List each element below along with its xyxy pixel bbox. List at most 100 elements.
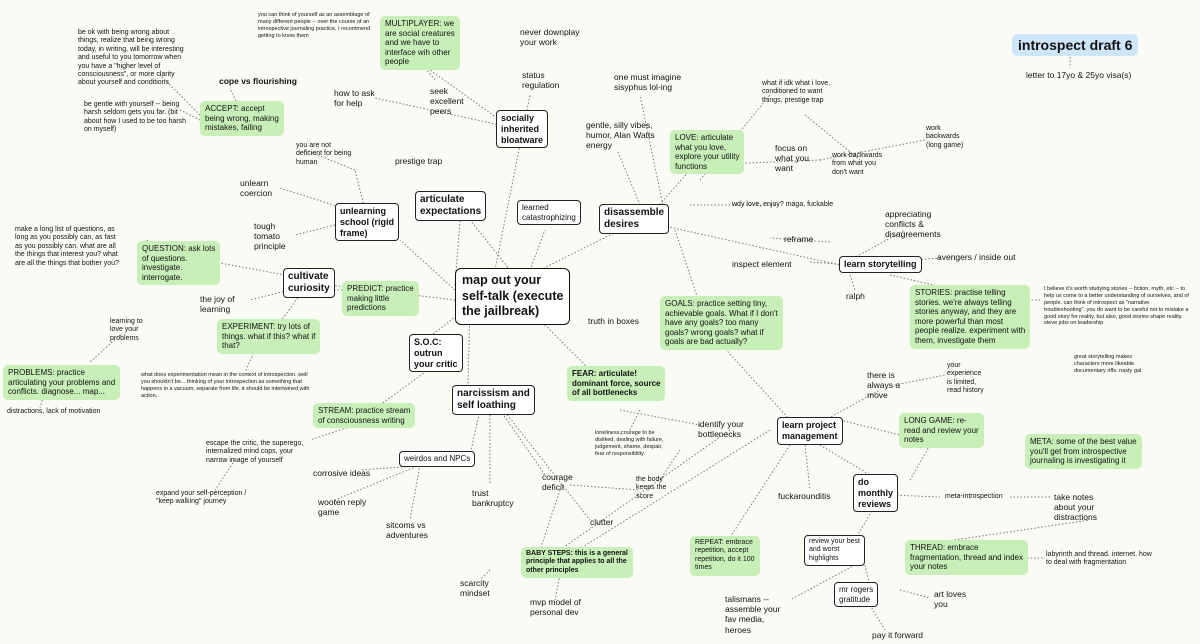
node-meta-introspection[interactable]: meta-introspection [945,493,1003,500]
principle-baby-steps[interactable]: BABY STEPS: this is a general principle … [521,547,633,579]
node-gentle-vibes[interactable]: gentle, silly vibes, humor, Alan Watts e… [586,120,655,151]
node-socially-inherited-bloatware[interactable]: socially inherited bloatware [496,110,549,149]
node-learned-catastrophizing[interactable]: learned catastrophizing [517,200,581,226]
connector-line [529,229,546,271]
central-node[interactable]: map out your self-talk (execute the jail… [455,268,571,325]
node-mr-rogers-gratitude[interactable]: mr rogers gratitude [834,582,879,608]
connector-line [214,459,236,491]
principle-meta[interactable]: META: some of the best value you'll get … [1025,434,1142,469]
node-work-backwards-dont-want[interactable]: work backwards from what you don't want [832,152,883,176]
node-learn-project-management[interactable]: learn project management [777,417,843,445]
node-prestige-trap[interactable]: prestige trap [395,156,443,166]
node-status-regulation[interactable]: status regulation [522,70,560,91]
node-fuckarounditis[interactable]: fuckarounditis [778,491,831,501]
connector-line [619,409,701,426]
node-talismans[interactable]: talismans -- assemble your fav media, he… [725,594,781,635]
node-expand-self-perception[interactable]: expand your self-perception / "keep walk… [156,490,247,506]
node-clutter[interactable]: clutter [590,517,614,527]
node-take-notes-distractions[interactable]: take notes about your distractions [1054,492,1097,523]
node-corrosive-ideas[interactable]: corrosive ideas [313,468,371,478]
principle-love[interactable]: LOVE: articulate what you love, explore … [670,130,745,175]
principle-question[interactable]: QUESTION: ask lots of questions. investi… [137,241,221,286]
principle-goals[interactable]: GOALS: practice setting tiny, achievable… [660,296,783,350]
node-always-a-move[interactable]: there is always a move [867,370,901,401]
node-body-keeps-score[interactable]: the body keeps the score [636,476,667,500]
connector-line [639,94,666,216]
connector-line [819,139,926,161]
connector-line [699,159,821,166]
node-never-downplay[interactable]: never downplay your work [520,27,580,48]
node-appreciating-conflicts[interactable]: appreciating conflicts & disagreements [885,209,941,240]
node-unlearning-school[interactable]: unlearning school (rigid frame) [335,203,399,242]
principle-multiplayer[interactable]: MULTIPLAYER: we are social creatures and… [380,16,460,70]
note-be-gentle: be gentle with yourself -- being harsh s… [84,101,186,134]
connector-line [674,229,701,306]
node-idk-what-i-love[interactable]: what if idk what i love, conditioned to … [762,80,831,104]
node-cultivate-curiosity[interactable]: cultivate curiosity [283,268,335,298]
principle-stream[interactable]: STREAM: practice stream of consciousness… [313,403,416,429]
note-questions: make a long list of questions, as long a… [15,226,119,267]
node-ralph[interactable]: ralph [846,291,865,301]
node-inspect-element[interactable]: inspect element [732,259,792,269]
node-learning-to-love-problems[interactable]: learning to love your problems [110,318,143,342]
node-labyrinth-thread[interactable]: labyrinth and thread. internet. how to d… [1046,551,1152,567]
node-seek-peers[interactable]: seek excellent peers [430,86,464,117]
principle-predict[interactable]: PREDICT: practice making little predicti… [342,281,419,316]
connector-line [554,574,561,601]
connector-line [159,74,201,116]
node-sitcoms-vs-adventures[interactable]: sitcoms vs adventures [386,520,429,541]
node-monthly-reviews[interactable]: do monthly reviews [853,474,898,513]
node-trust-bankruptcy[interactable]: trust bankruptcy [472,488,514,509]
node-learn-storytelling[interactable]: learn storytelling [839,256,922,273]
node-escape-the-critic[interactable]: escape the critic, the superego, interna… [206,440,304,464]
node-work-backwards-long[interactable]: work backwards (long game) [926,125,964,149]
node-truth-in-boxes[interactable]: truth in boxes [588,316,640,326]
connector-line [769,237,831,243]
node-avengers[interactable]: avengers / inside out [937,252,1016,262]
node-review-best-worst[interactable]: review your best and worst highlights [804,535,865,567]
connector-line [804,114,861,161]
principle-repeat[interactable]: REPEAT: embrace repetition, accept repet… [690,536,760,576]
connector-line [504,411,591,521]
node-joy-of-learning[interactable]: the joy of learning [200,294,235,315]
node-tough-tomato[interactable]: tough tomato principle [254,221,286,252]
node-art-loves-you[interactable]: art loves you [934,589,967,610]
node-weirdos-and-npcs[interactable]: weirdos and NPCs [399,451,476,467]
node-wooten-reply-game[interactable]: wooten reply game [318,497,367,518]
node-disassemble-desires[interactable]: disassemble desires [599,204,670,234]
connector-line [519,299,591,371]
node-ask-for-help[interactable]: how to ask for help [334,88,375,109]
note-stories: I believe it's worth studying stories --… [1044,286,1189,327]
node-courage-deficit[interactable]: courage deficit [542,472,573,493]
principle-thread[interactable]: THREAD: embrace fragmentation, thread an… [905,540,1028,575]
principle-stories[interactable]: STORIES: practise telling stories. we're… [910,285,1031,349]
node-narcissism-self-loathing[interactable]: narcissism and self loathing [452,385,535,415]
node-not-deficient[interactable]: you are not deficient for being human [296,142,352,166]
principle-long-game[interactable]: LONG GAME: re- read and review your note… [899,413,984,448]
node-loneliness-courage[interactable]: loneliness,courage to be disliked, deali… [595,430,664,457]
principle-fear[interactable]: FEAR: articulate! dominant force, source… [567,366,666,401]
note-great-storytelling: great storytelling makes characters more… [1074,354,1142,374]
node-distractions-motivation[interactable]: distractions, lack of motivation [7,408,101,415]
principle-accept[interactable]: ACCEPT: accept being wrong, making mista… [200,101,284,136]
node-focus-on-want[interactable]: focus on what you want [775,143,810,174]
node-sisyphus[interactable]: one must imagine sisyphus lol-ing [614,72,682,93]
note-assemblage: you can think of yourself as an assembla… [258,12,371,39]
node-identify-bottlenecks[interactable]: identify your bottlenecks [698,419,744,440]
principle-problems[interactable]: PROBLEMS: practice articulating your pro… [3,365,121,400]
connector-line [539,229,621,271]
node-reframe[interactable]: reframe [784,234,814,244]
node-cope-vs-flourishing[interactable]: cope vs flourishing [219,76,297,86]
node-mvp-model[interactable]: mvp model of personal dev [530,597,582,618]
node-limited-experience[interactable]: your experience is limited, read history [947,362,984,395]
connector-line [499,409,546,476]
node-unlearn-coercion[interactable]: unlearn coercion [240,178,273,199]
connector-line [569,429,771,556]
principle-experiment[interactable]: EXPERIMENT: try lots of things. what if … [217,319,321,354]
node-pay-it-forward[interactable]: pay it forward [872,630,924,640]
connector-line [889,494,941,498]
node-articulate-expectations[interactable]: articulate expectations [415,191,487,221]
node-soc-outrun-critic[interactable]: S.O.C: outrun your critic [409,334,463,373]
node-wdy-love[interactable]: wdy love, enjoy? maga, fuckable [732,201,834,208]
node-scarcity-mindset[interactable]: scarcity mindset [460,578,490,599]
